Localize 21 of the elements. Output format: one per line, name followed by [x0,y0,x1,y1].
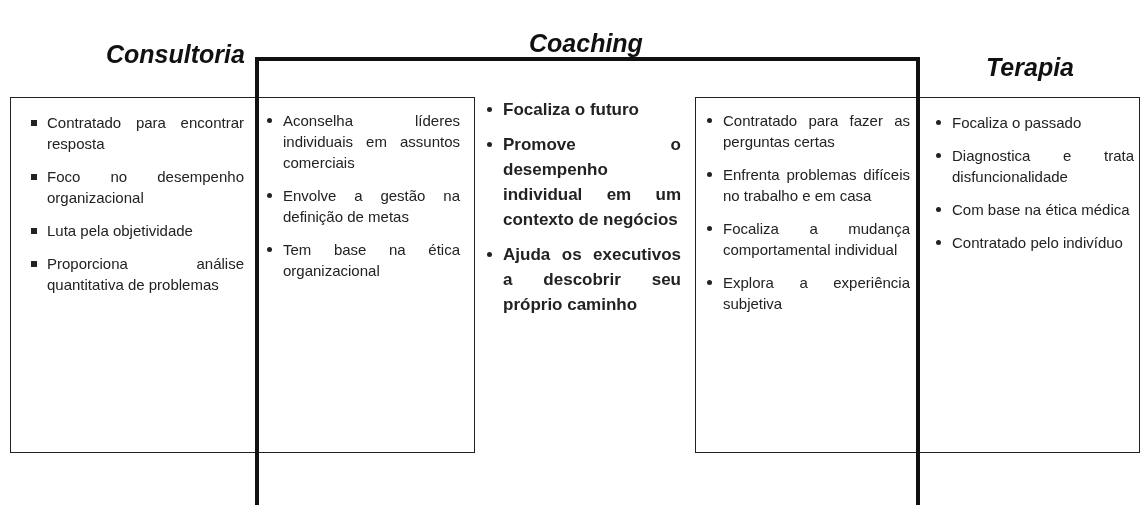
bullet-item: Tem base na ética organizacional [265,239,460,281]
panel-title: Terapia [986,53,1074,82]
bullet-item: Luta pela objetividade [29,220,244,241]
bullet-item: Aconselha líderes individuais em assuntos comerciais [265,110,460,173]
bullet-item: Focaliza o passado [934,112,1134,133]
bullet-item: Proporciona análise quantitativa de problemas [29,253,244,295]
bullet-item: Explora a experiência subjetiva [705,272,910,314]
bullet-item: Focaliza o futuro [485,97,681,122]
bullet-item: Ajuda os executivos a descobrir seu próprio caminho [485,242,681,317]
bullet-item: Contratado para encontrar resposta [29,112,244,154]
bullet-item: Enfrenta problemas difíceis no trabalho e em casa [705,164,910,206]
panel-title: Coaching [529,29,643,58]
bullet-item: Contratado para fazer as perguntas certas [705,110,910,152]
bullet-item: Diagnostica e trata disfuncionalidade [934,145,1134,187]
panel-title: Consultoria [106,40,245,69]
bullet-item: Com base na ética médica [934,199,1134,220]
bullet-item: Contratado pelo indivíduo [934,232,1134,253]
bullet-item: Focaliza a mudança comportamental individual [705,218,910,260]
bullet-item: Envolve a gestão na definição de metas [265,185,460,227]
bullet-item: Foco no desempenho organizacional [29,166,244,208]
bullet-item: Promove o desempenho individual em um contexto de negócios [485,132,681,232]
